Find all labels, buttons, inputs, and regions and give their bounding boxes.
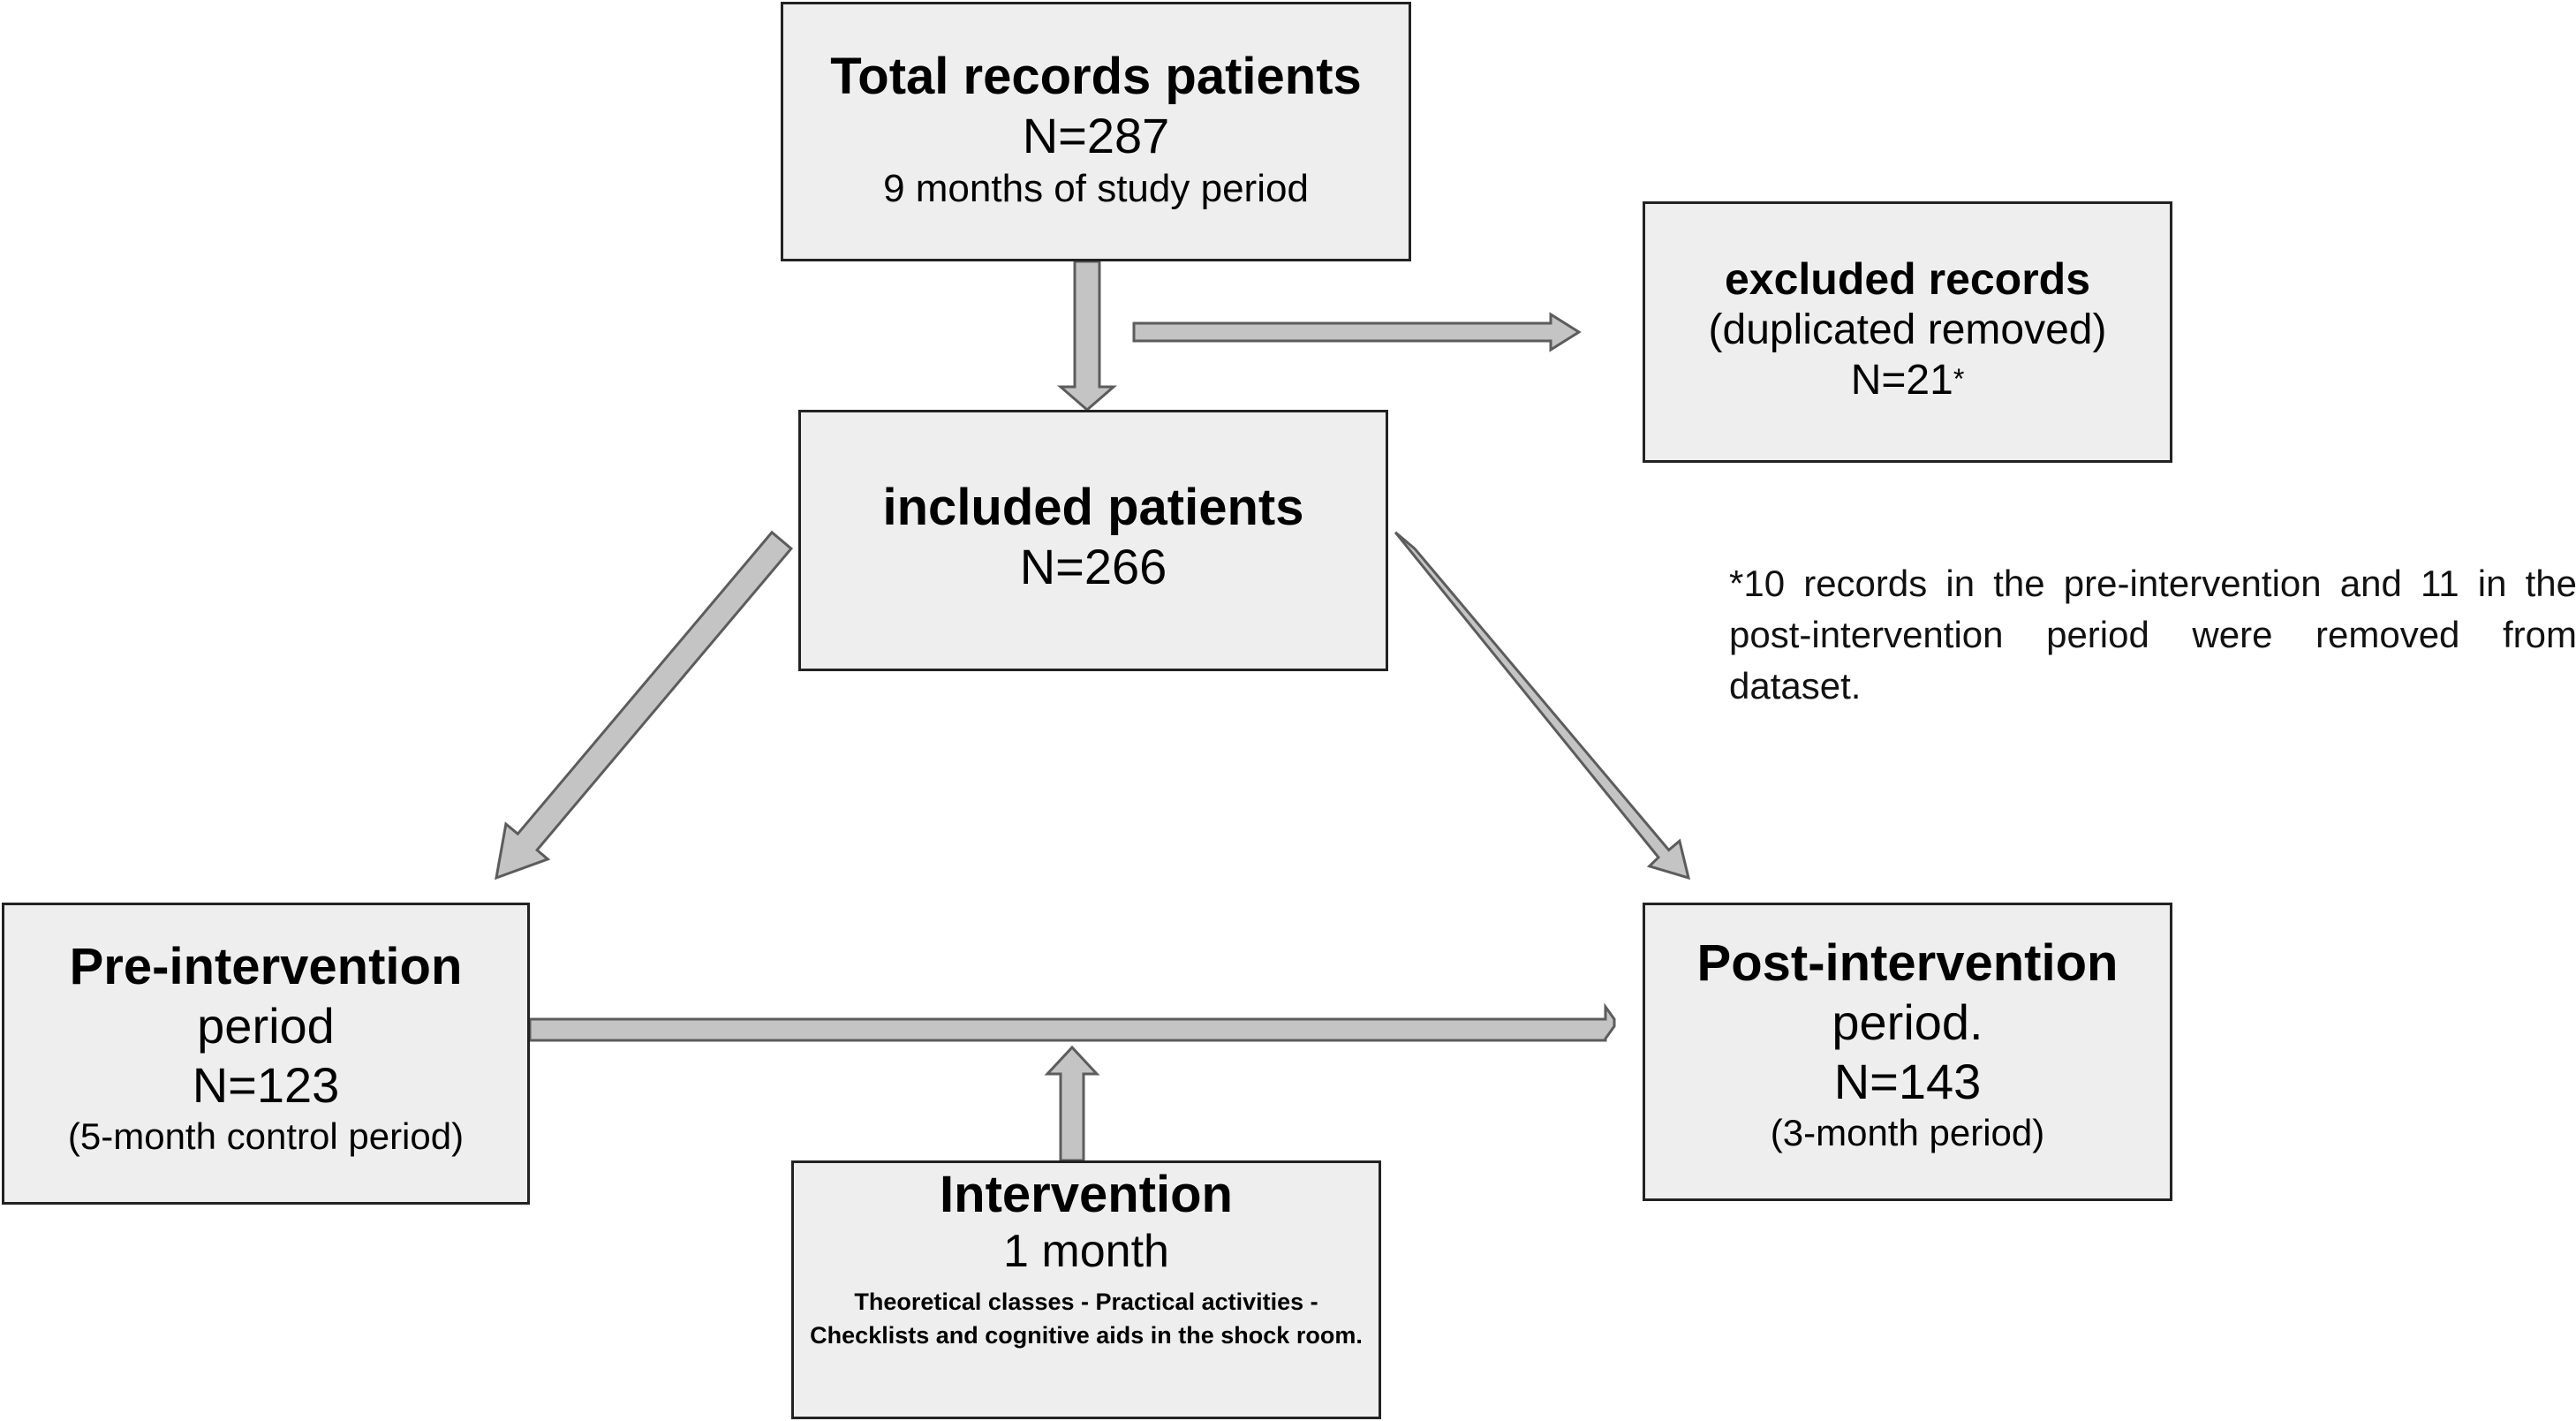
excluded-records-count-line: N=21*: [1851, 356, 1965, 406]
total-records-title: Total records patients: [830, 48, 1362, 105]
arrow-intervention-up: [1044, 1045, 1100, 1162]
intervention-title: Intervention: [940, 1166, 1233, 1223]
pre-intervention-box: Pre-intervention period N=123 (5-month c…: [2, 903, 530, 1205]
pre-intervention-note: (5-month control period): [67, 1115, 465, 1157]
arrow-included-to-post: [1394, 531, 1691, 881]
intervention-duration: 1 month: [1003, 1226, 1169, 1278]
excluded-records-title: excluded records: [1724, 254, 2091, 304]
excluded-records-mark: *: [1953, 362, 1965, 395]
post-intervention-title: Post-intervention: [1696, 934, 2119, 992]
intervention-box: Intervention 1 month Theoretical classes…: [791, 1160, 1381, 1419]
total-records-note: 9 months of study period: [883, 166, 1309, 210]
post-intervention-subtitle: period.: [1832, 994, 1983, 1051]
total-records-count: N=287: [1022, 108, 1170, 164]
pre-intervention-title: Pre-intervention: [69, 938, 463, 995]
pre-intervention-count: N=123: [192, 1056, 340, 1113]
post-intervention-note: (3-month period): [1770, 1111, 2045, 1153]
post-intervention-count: N=143: [1833, 1053, 1982, 1109]
arrow-total-to-included: [1056, 260, 1118, 412]
excluded-records-count: N=21: [1850, 356, 1953, 404]
total-records-box: Total records patients N=287 9 months of…: [781, 2, 1411, 261]
footnote: *10 records in the pre-intervention and …: [1729, 563, 2576, 707]
post-intervention-box: Post-intervention period. N=143 (3-month…: [1643, 903, 2172, 1201]
arrow-included-to-pre: [495, 530, 794, 881]
included-patients-title: included patients: [882, 479, 1304, 536]
pre-intervention-subtitle: period: [197, 998, 335, 1054]
excluded-records-box: excluded records (duplicated removed) N=…: [1643, 201, 2172, 463]
excluded-records-note: (duplicated removed): [1708, 306, 2107, 353]
arrow-pre-to-post: [528, 1002, 1616, 1042]
included-patients-count: N=266: [1019, 539, 1167, 595]
included-patients-box: included patients N=266: [798, 410, 1388, 671]
arrow-to-excluded: [1132, 312, 1582, 352]
intervention-details: Theoretical classes - Practical activiti…: [810, 1288, 1363, 1349]
